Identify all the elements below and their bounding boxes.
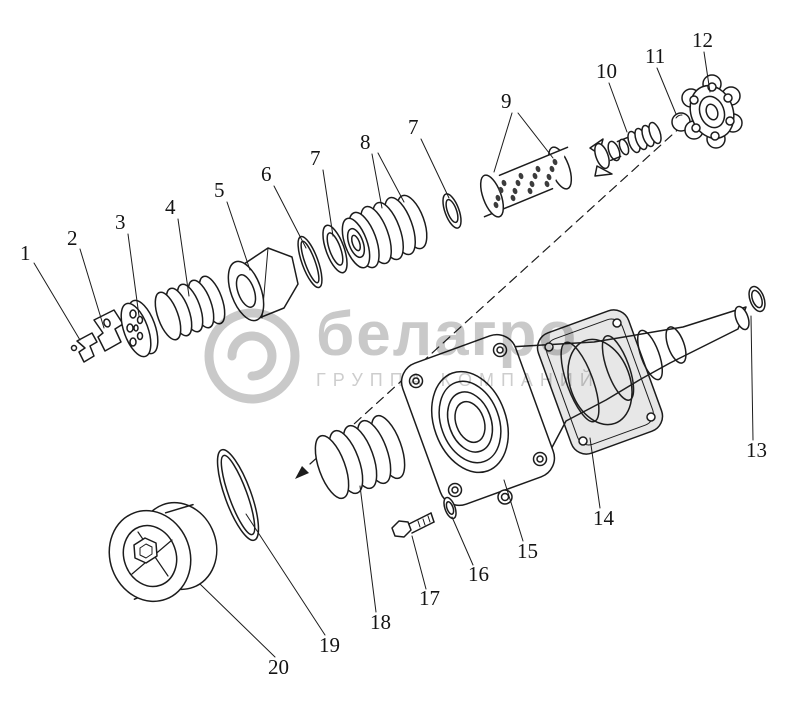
callout-10: 10 — [596, 59, 617, 83]
callout-1: 1 — [20, 241, 31, 265]
part-7-ring-upper — [322, 224, 348, 274]
part-17-bolt — [391, 512, 435, 538]
part-19-o-ring-large — [216, 448, 260, 542]
part-16-washer — [443, 496, 457, 520]
callout-3: 3 — [115, 210, 126, 234]
sleeve-perforations — [493, 158, 558, 209]
assembly-axis — [295, 123, 685, 479]
callout-2: 2 — [67, 226, 78, 250]
part-7-ring-lower — [442, 193, 462, 229]
callout-15: 15 — [517, 539, 538, 563]
part-18-spring-large — [314, 414, 406, 500]
part-15-housing — [400, 305, 750, 507]
callout-6: 6 — [261, 162, 272, 186]
callout-7b: 7 — [408, 115, 419, 139]
part-3-perforated-disc — [120, 299, 159, 358]
part-20-cap — [108, 501, 218, 603]
callout-16: 16 — [468, 562, 489, 586]
callout-7a: 7 — [310, 146, 321, 170]
callout-13: 13 — [746, 438, 767, 462]
part-1-clip — [70, 332, 98, 363]
callout-18: 18 — [370, 610, 391, 634]
callout-17: 17 — [419, 586, 440, 610]
callout-8: 8 — [360, 130, 371, 154]
callout-4: 4 — [165, 195, 176, 219]
part-13-end-ring — [748, 285, 766, 313]
callout-5: 5 — [214, 178, 225, 202]
part-14-gasket — [536, 309, 664, 455]
part-4-spring — [154, 275, 226, 341]
callout-12: 12 — [692, 28, 713, 52]
part-2-bracket — [93, 309, 124, 352]
part-9-filter-sleeve — [479, 146, 573, 218]
part-10-valve-and-spring — [589, 121, 662, 177]
callout-11: 11 — [645, 44, 666, 68]
part-6-o-ring — [297, 235, 323, 289]
leader-lines — [33, 51, 754, 658]
callout-14: 14 — [593, 506, 614, 530]
callout-19: 19 — [319, 633, 340, 657]
callout-9: 9 — [501, 89, 512, 113]
part-12-end-flange — [681, 74, 743, 149]
part-8-spool — [341, 194, 428, 269]
part-5-valve-body — [227, 247, 299, 322]
callout-20: 20 — [268, 655, 289, 679]
